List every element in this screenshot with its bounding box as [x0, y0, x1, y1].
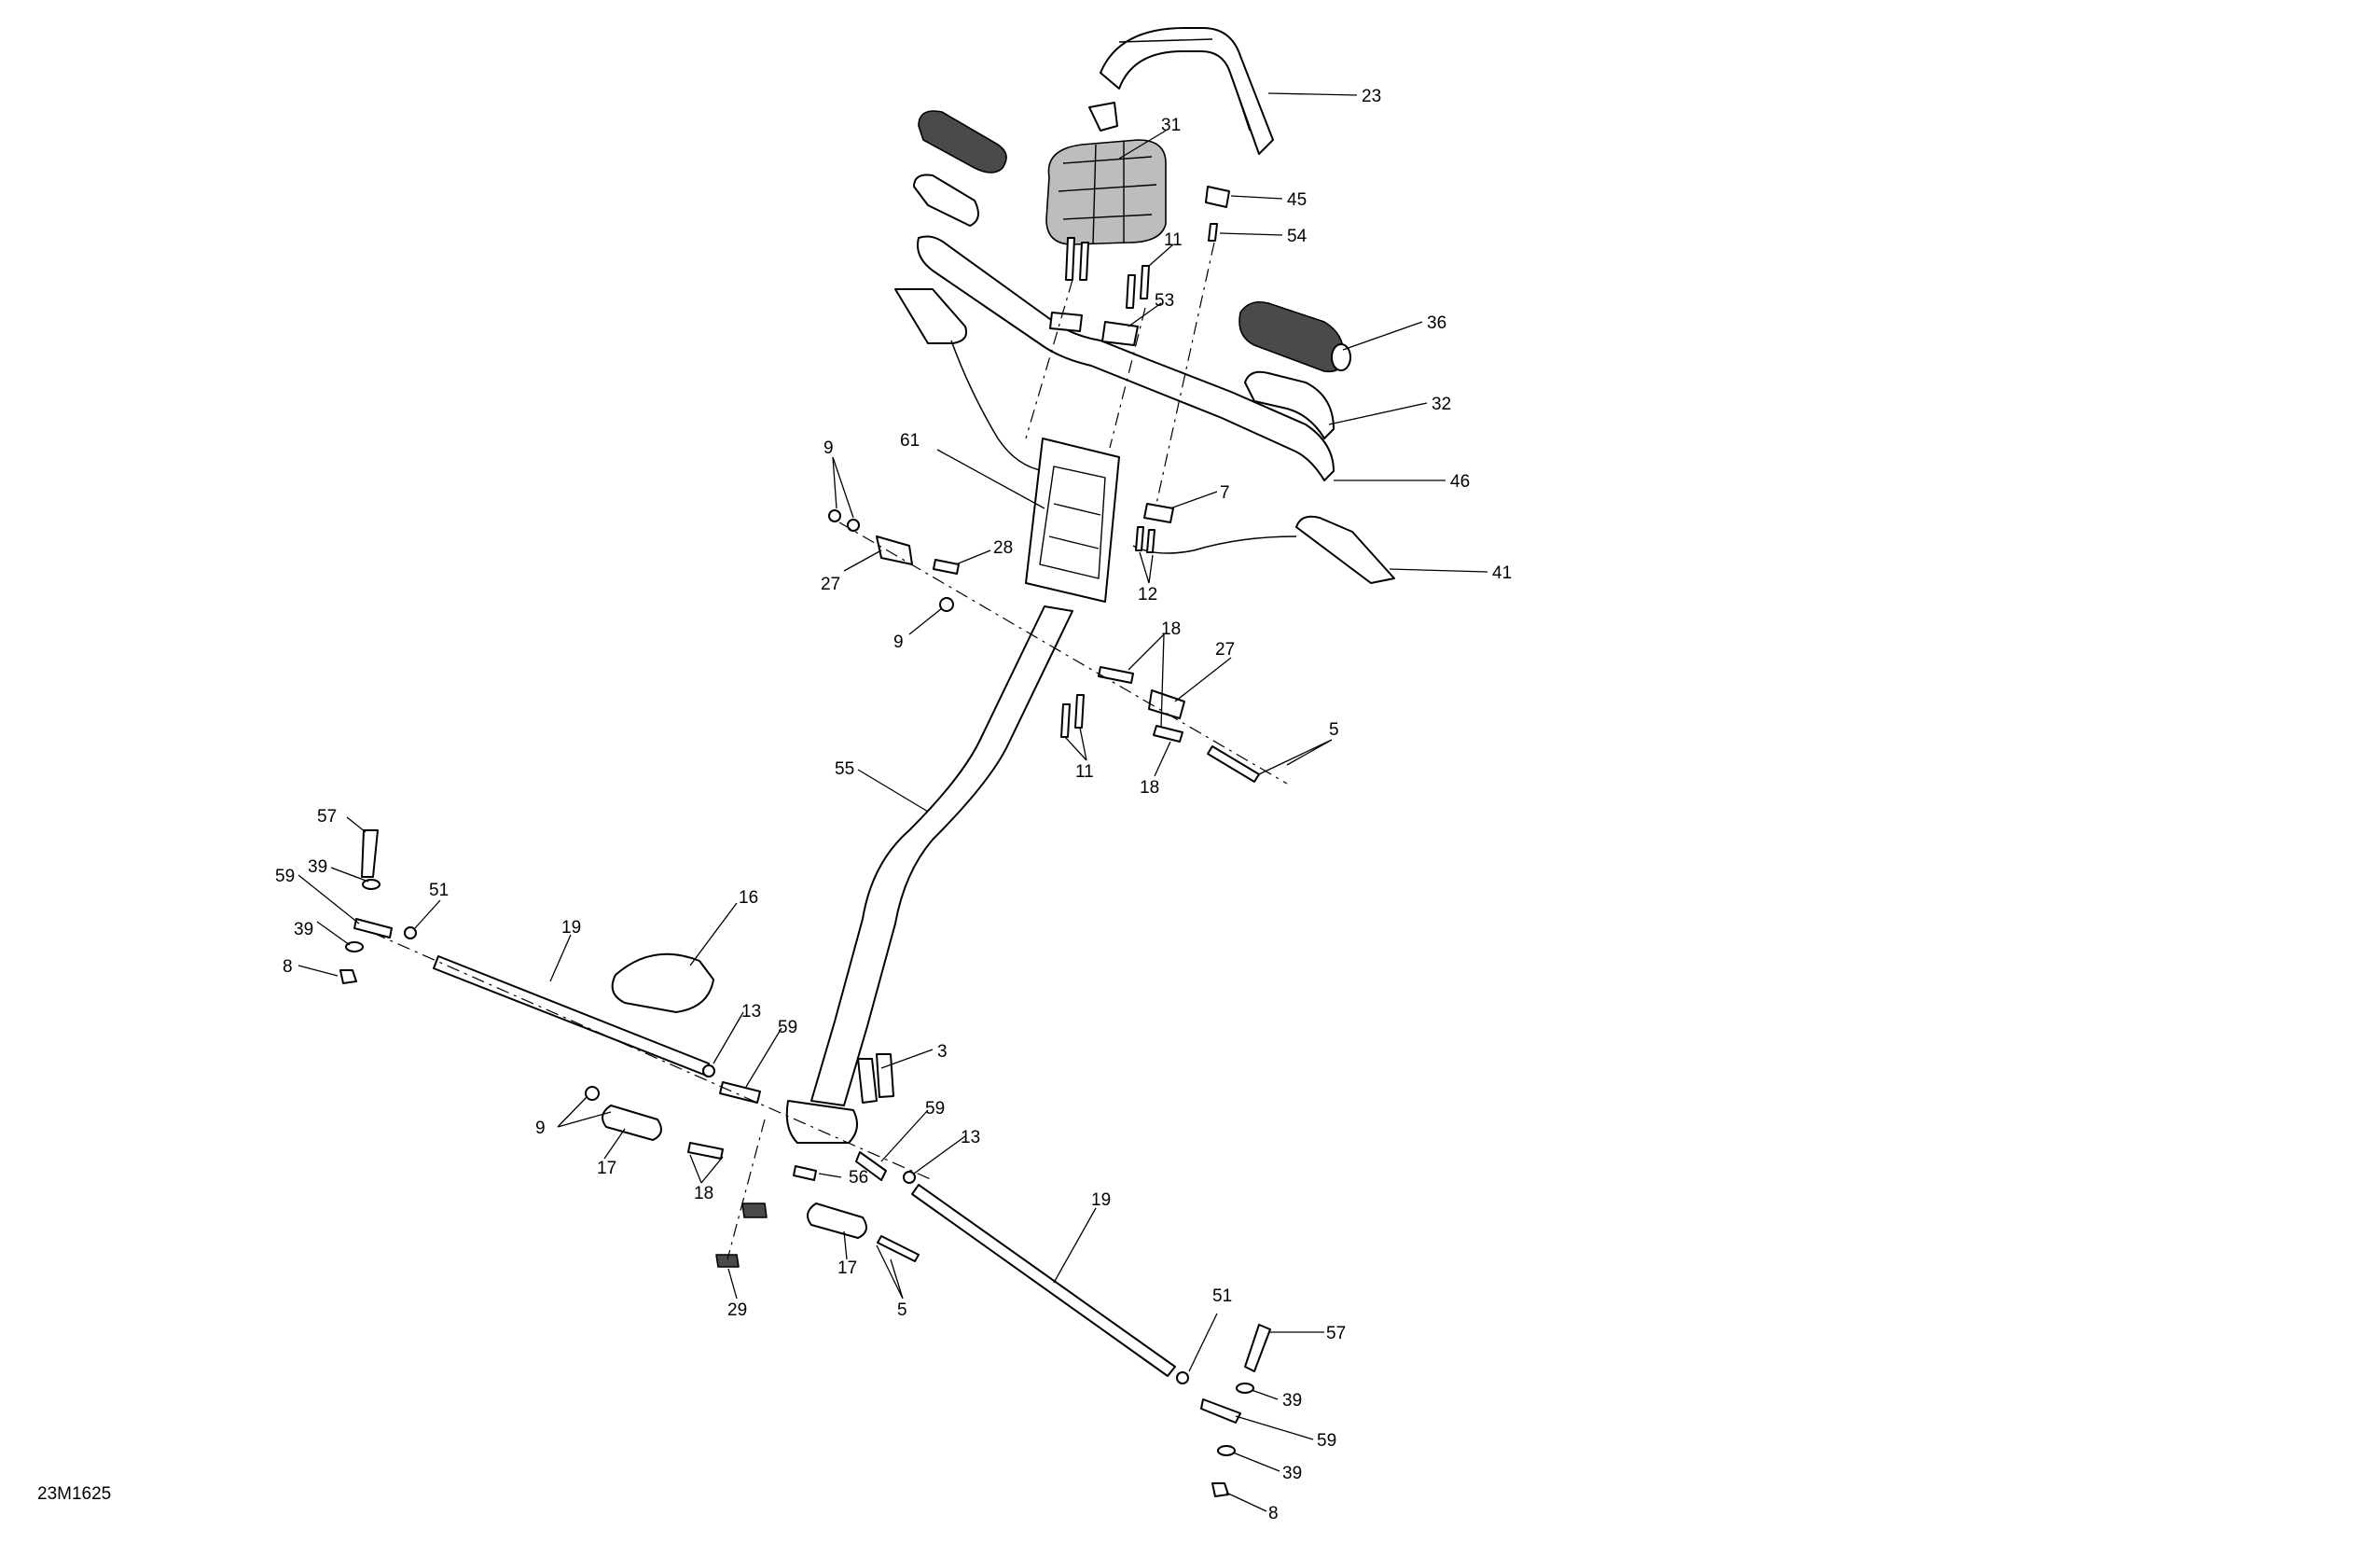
- callout-59-left: 59: [275, 867, 295, 886]
- callout-39-right-lower: 39: [1282, 1464, 1302, 1483]
- right-bolts-part: [1207, 745, 1260, 783]
- lower-bolts-part: [877, 1235, 920, 1262]
- callout-32: 32: [1432, 395, 1451, 414]
- left-pin-part: [361, 829, 379, 878]
- callout-59-right: 59: [1317, 1431, 1336, 1451]
- handguard-part: [1100, 27, 1274, 155]
- callout-39-left-lower: 39: [294, 920, 313, 939]
- assembly-axes: [372, 242, 1288, 1260]
- callout-53: 53: [1155, 291, 1174, 311]
- right-column-joint-part: [855, 1151, 887, 1181]
- upper-sleeve-part: [1098, 666, 1134, 684]
- callout-54: 54: [1287, 227, 1308, 246]
- callout-19-right: 19: [1091, 1190, 1111, 1210]
- left-throttle-part: [894, 288, 1045, 472]
- callout-23: 23: [1362, 87, 1381, 106]
- cover-plate-part: [611, 952, 714, 1013]
- callout-9-lower: 9: [535, 1119, 546, 1138]
- left-grip-part: [913, 110, 1007, 227]
- screws-12-part: [1135, 526, 1155, 553]
- steering-column-part: [785, 605, 1073, 1144]
- callout-19-left: 19: [561, 918, 581, 938]
- left-steering-arm-part: [602, 1105, 662, 1141]
- callout-17-left: 17: [597, 1159, 616, 1178]
- callout-12: 12: [1138, 585, 1157, 605]
- support-plate-part: [1025, 438, 1120, 603]
- leader-lines: [298, 92, 1488, 1512]
- callout-7: 7: [1220, 483, 1230, 503]
- upper-bolts-part: [1065, 237, 1150, 309]
- callout-18-upper: 18: [1161, 619, 1181, 639]
- clip-7-part: [1143, 503, 1174, 523]
- callout-28: 28: [993, 538, 1013, 558]
- callout-8-right: 8: [1268, 1504, 1279, 1523]
- callout-labels: 23 31 45 54 11 53 36 32 46 61 9 7 28 27 …: [37, 87, 1512, 1523]
- callout-17-right: 17: [837, 1258, 857, 1278]
- callout-27-right: 27: [1215, 640, 1235, 660]
- clip-45-part: [1205, 186, 1230, 208]
- right-sleeve-part: [1244, 370, 1335, 439]
- callout-18-lower: 18: [694, 1184, 713, 1203]
- spacer-lower-part: [715, 1254, 740, 1268]
- screw-54-part: [1208, 223, 1218, 242]
- callout-27-left: 27: [821, 575, 840, 594]
- callout-3: 3: [937, 1042, 948, 1062]
- callout-9-upper: 9: [823, 438, 834, 458]
- right-steering-arm-part: [807, 1202, 867, 1239]
- callout-16: 16: [739, 888, 758, 908]
- right-tie-rod-part: [911, 1184, 1176, 1377]
- left-ball-joint-part: [353, 918, 393, 938]
- lower-bolts-11-part: [1060, 694, 1085, 738]
- callout-39-left-upper: 39: [308, 857, 327, 877]
- spacer-upper-part: [741, 1202, 768, 1218]
- callout-9-mid: 9: [893, 632, 904, 652]
- clamp-caps-part: [1049, 312, 1139, 346]
- fasteners-part: [339, 509, 1254, 1497]
- callout-13-left: 13: [741, 1002, 761, 1022]
- callout-11-upper: 11: [1164, 230, 1183, 250]
- right-bushing-part: [1148, 689, 1185, 719]
- callout-45: 45: [1287, 190, 1307, 210]
- callout-59-right-column: 59: [925, 1099, 945, 1119]
- pin-28-part: [933, 559, 960, 575]
- callout-36: 36: [1427, 313, 1446, 333]
- callout-41: 41: [1492, 563, 1512, 583]
- callout-39-right-upper: 39: [1282, 1391, 1302, 1411]
- callout-51-right: 51: [1212, 1286, 1232, 1306]
- callout-18-mid: 18: [1140, 778, 1159, 798]
- lower-sleeve-part: [687, 1142, 724, 1160]
- callout-8-left: 8: [283, 957, 293, 977]
- right-throttle-part: [1132, 515, 1395, 584]
- callout-57-right: 57: [1326, 1324, 1346, 1343]
- callout-5-lower: 5: [897, 1300, 907, 1320]
- parts-artwork: [339, 27, 1395, 1497]
- callout-55: 55: [835, 759, 854, 779]
- callout-46: 46: [1450, 472, 1470, 492]
- callout-13-right: 13: [961, 1128, 980, 1147]
- right-ball-joint-part: [1200, 1398, 1241, 1424]
- callout-51-left: 51: [429, 881, 449, 900]
- mid-sleeve-part: [1153, 725, 1183, 743]
- callout-61: 61: [900, 431, 920, 451]
- handlebar-part: [917, 235, 1335, 481]
- top-clip-part: [1088, 102, 1118, 132]
- right-grip-part: [1238, 300, 1351, 373]
- column-bolts-part: [857, 1053, 894, 1104]
- callout-5-right: 5: [1329, 720, 1339, 740]
- callout-56: 56: [849, 1168, 868, 1188]
- left-bushing-part: [876, 535, 913, 565]
- diagram-id: 23M1625: [37, 1484, 111, 1504]
- callout-31: 31: [1161, 116, 1181, 135]
- right-pin-part: [1244, 1324, 1271, 1372]
- callout-59-center: 59: [778, 1018, 797, 1037]
- callout-11-lower: 11: [1075, 762, 1094, 782]
- handlebar-pad-part: [1045, 139, 1167, 245]
- callout-57-left: 57: [317, 807, 337, 827]
- callout-29: 29: [727, 1300, 747, 1320]
- center-ball-joint-part: [719, 1081, 761, 1104]
- stop-part: [793, 1165, 817, 1181]
